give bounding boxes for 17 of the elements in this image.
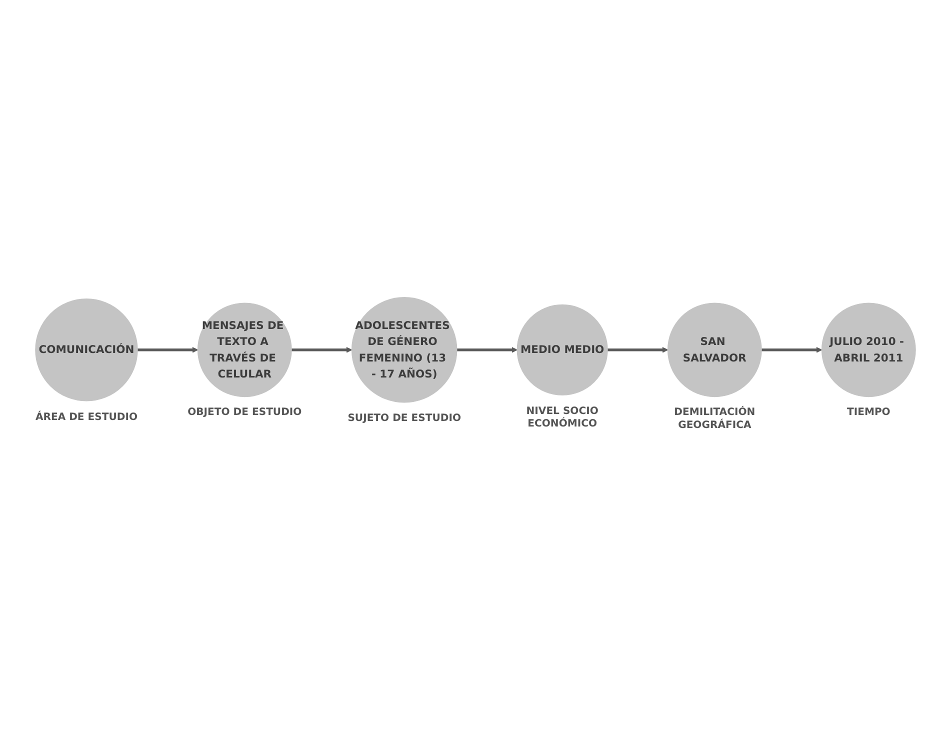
circle-node: SAN SALVADOR [667,303,762,398]
node-caption: TIEMPO [846,406,892,420]
circle-node: JULIO 2010 - ABRIL 2011 [821,303,916,398]
arrow [292,347,352,354]
node-caption: ÁREA DE ESTUDIO [34,410,138,424]
arrow [608,347,668,354]
arrow [762,347,822,354]
node-caption: NIVEL SOCIO ECONÓMICO [525,404,600,430]
circle-node: ADOLESCENTES DE GÉNERO FEMENINO (13 - 17 AÑOS) [351,297,458,404]
node-caption: DEMILITACIÓN GEOGRÁFICA [673,406,756,432]
arrow [456,347,518,354]
node-caption: OBJETO DE ESTUDIO [186,406,303,420]
circle-node: COMUNICACIÓN [35,298,138,402]
circle-node: MEDIO MEDIO [516,304,608,396]
circle-node: MENSAJES DE TEXTO A TRAVÉS DE CELULAR [197,303,292,398]
node-caption: SUJETO DE ESTUDIO [346,412,462,425]
arrow [138,347,198,354]
